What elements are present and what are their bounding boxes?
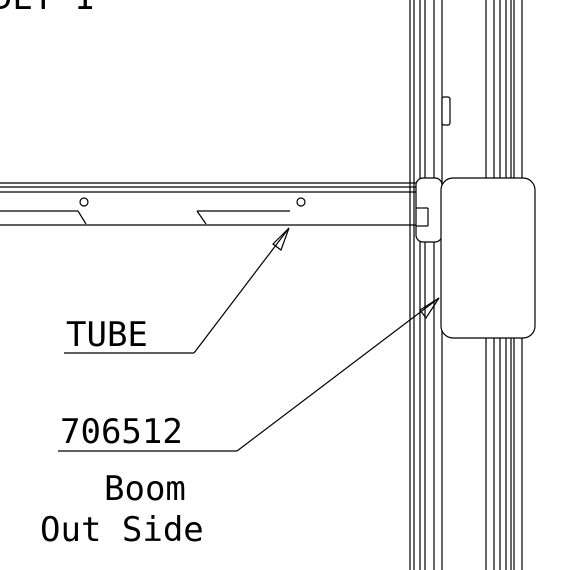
callout-part-number: 706512 — [60, 412, 183, 452]
tube-arrowhead — [272, 227, 290, 251]
tube-callout: TUBE — [64, 227, 290, 355]
tube-end-clamp — [415, 177, 443, 243]
callout-part-label: TUBE — [66, 315, 148, 355]
boom-block — [440, 177, 536, 339]
rail-bracket — [441, 96, 451, 126]
boom-callout: 706512 Boom Out Side — [40, 297, 440, 550]
tube-hole-right — [296, 197, 306, 207]
callout-description-line2: Out Side — [40, 510, 204, 550]
detail-header: DET 1 — [0, 0, 94, 18]
tube-hole-left — [79, 197, 89, 207]
callout-description-line1: Boom — [104, 469, 186, 509]
tube — [0, 182, 418, 226]
boom-arrowhead — [419, 297, 440, 320]
